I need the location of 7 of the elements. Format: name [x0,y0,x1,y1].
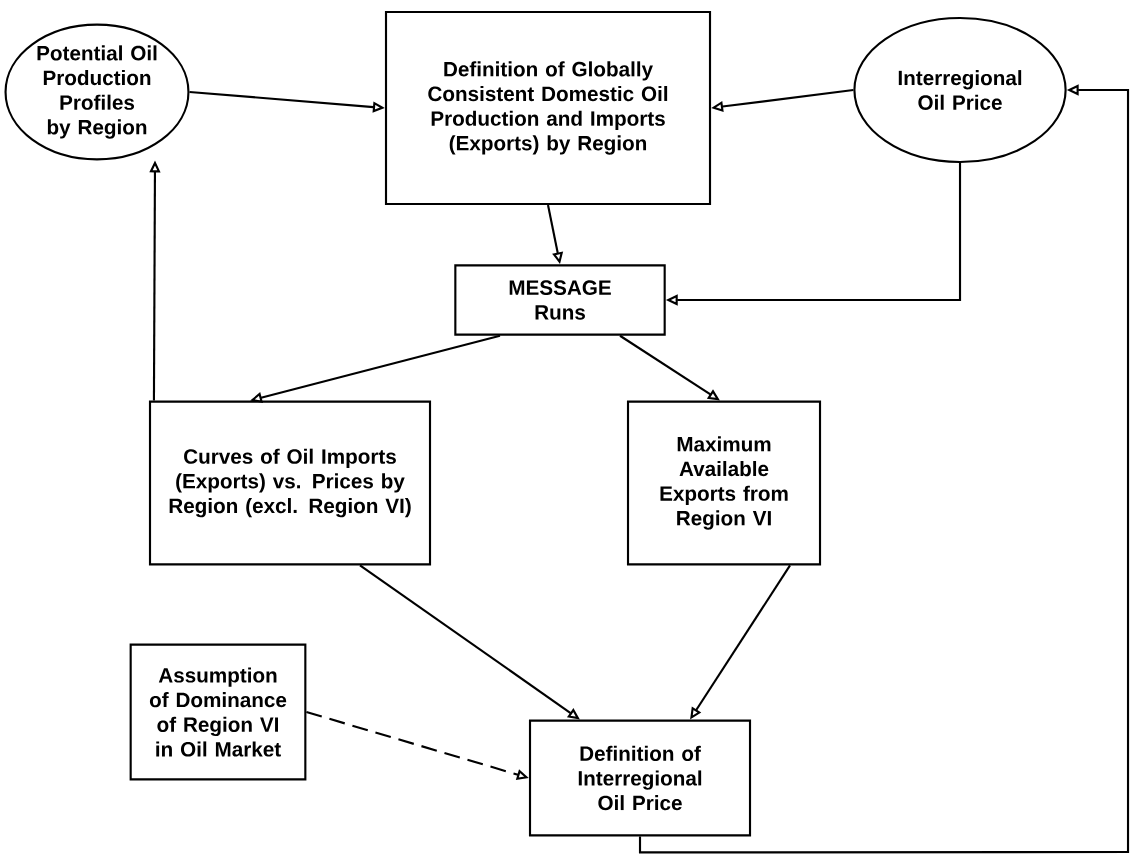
process-box: MESSAGE Runs [454,264,666,336]
process-box: Curves of Oil Imports (Exports) vs. Prices by Region (excl. Region VI) [148,400,432,566]
process-box: Definition of Interregional Oil Price [528,719,752,837]
arrow [638,84,1130,854]
process-box: Maximum Available Exports from Region VI [626,400,822,566]
process-box: Assumption of Dominance of Region VI in Oil Market [129,643,307,781]
process-box: Definition of Globally Consistent Domestic Oil Production and Imports (Exports) by Region [384,10,712,206]
